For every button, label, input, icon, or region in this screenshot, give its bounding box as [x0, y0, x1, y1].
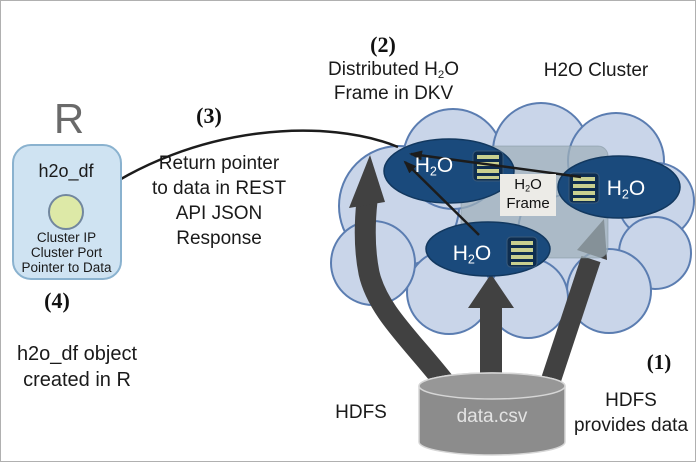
hdfs-label: HDFS — [335, 402, 387, 423]
data-pointer-circle — [48, 194, 84, 230]
frame-text: Frame — [506, 194, 550, 212]
step-1-number: (1) — [646, 350, 672, 374]
step-3-number: (3) — [196, 103, 222, 128]
cluster-port-label: Cluster Port — [30, 245, 103, 260]
step-3-line2: to data in REST — [151, 178, 287, 199]
data-grid-icon — [568, 172, 600, 204]
step-2-line1-end: O — [444, 59, 459, 80]
h2o-node-label: H2O — [403, 153, 465, 180]
h2o-text: H — [514, 176, 526, 193]
r-environment-box — [12, 144, 122, 280]
r-logo: R — [53, 95, 85, 142]
arrow-hdfs-to-node-right — [537, 255, 601, 396]
step-3-line1: Return pointer — [158, 153, 280, 174]
h2o-cluster-title: H2O Cluster — [543, 60, 649, 81]
data-grid-icon — [506, 236, 538, 268]
step-4-line1: h2o_df object — [16, 343, 138, 365]
h2o-text: H — [452, 242, 468, 265]
h2o-text: O — [436, 154, 454, 177]
h2o-subscript: 2 — [467, 252, 475, 267]
h2o-node-label: H2O — [595, 176, 657, 203]
step-1-caption: HDFS provides data — [561, 388, 695, 438]
arrow-hdfs-to-node-left — [354, 199, 461, 399]
step-3-line4: Response — [176, 228, 262, 249]
h2o-text: H — [606, 177, 622, 200]
step-3-line3: API JSON — [175, 203, 263, 224]
arrow-right-node-to-top-node — [409, 150, 582, 179]
step-3-caption: Return pointer to data in REST API JSON … — [134, 151, 304, 251]
arrow-bottom-node-to-top-node — [403, 160, 480, 236]
step-1-line1: HDFS — [605, 390, 657, 411]
h2o-node-label: H2O — [441, 241, 503, 268]
h2o-subscript: 2 — [525, 183, 531, 194]
data-csv-label: data.csv — [456, 406, 528, 427]
pointer-arrows — [85, 129, 582, 236]
step-2-number: (2) — [370, 32, 396, 57]
cluster-ip-label: Cluster IP — [36, 230, 97, 245]
arrow-head-left — [349, 155, 385, 208]
step-2-caption: Distributed H2O Frame in DKV — [311, 59, 476, 106]
arrow-hdfs-to-node-middle — [468, 274, 514, 387]
cylinder-top — [418, 372, 566, 400]
h2o-subscript: 2 — [437, 69, 445, 82]
step-2-line2: Frame in DKV — [333, 82, 454, 104]
h2o-df-variable: h2o_df — [38, 161, 94, 181]
cluster-details: Cluster IP Cluster Port Pointer to Data — [9, 230, 124, 275]
h2o-subscript: 2 — [429, 164, 437, 179]
arrow-cloud-to-r-object — [85, 129, 399, 203]
step-2-line1: Distributed H — [328, 59, 438, 80]
h2o-text: O — [628, 177, 646, 200]
h2o-frame-label: H2O Frame — [500, 174, 556, 216]
h2o-text: H — [414, 154, 430, 177]
h2o-text: O — [530, 176, 542, 193]
h2o-text: O — [474, 242, 492, 265]
pointer-to-data-label: Pointer to Data — [21, 260, 112, 275]
hdfs-cylinder — [418, 372, 566, 456]
step-4-caption: h2o_df object created in R — [1, 341, 153, 393]
h2o-data-icons — [472, 150, 600, 268]
step-4-line2: created in R — [23, 369, 131, 391]
h2o-subscript: 2 — [621, 187, 629, 202]
step-4-number: (4) — [44, 288, 70, 313]
step-1-line2: provides data — [573, 415, 689, 436]
